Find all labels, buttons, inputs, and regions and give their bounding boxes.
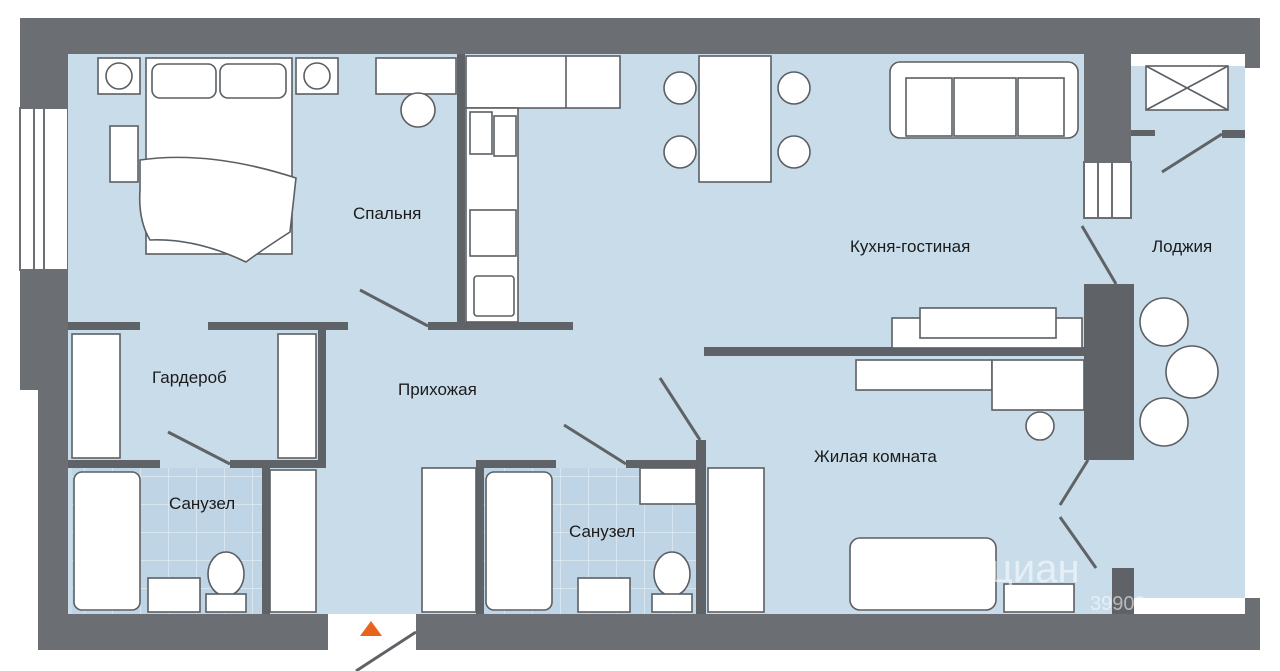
bathtub-left [73, 471, 141, 611]
door-swings [167, 132, 1223, 671]
living-room-furniture [849, 359, 1085, 613]
kitchen-sink [473, 275, 515, 317]
watermark: циан 39902 [990, 547, 1146, 615]
window-left [19, 107, 69, 271]
dining-chair-4 [777, 135, 811, 169]
sofa-living [849, 537, 997, 611]
room-label-loggia: Лоджия [1152, 237, 1212, 256]
kitchen-furniture [465, 55, 811, 323]
interior-walls [68, 54, 1245, 614]
dining-chair-2 [777, 71, 811, 105]
loggia-table [1165, 345, 1219, 399]
bathroom-left-fixtures [73, 469, 317, 613]
desk [375, 57, 457, 95]
pillow-left [151, 63, 217, 99]
closet-hall [421, 467, 477, 613]
office-chair [1025, 411, 1055, 441]
closet-mid [269, 469, 317, 613]
room-label-kitchen-living: Кухня-гостиная [850, 237, 970, 256]
toilet-tank-left [205, 593, 247, 613]
dining-chair-1 [663, 71, 697, 105]
toilet-left [207, 551, 245, 597]
room-label-wardrobe: Гардероб [152, 368, 227, 387]
closet-left [71, 333, 121, 459]
lamp-left-icon [105, 62, 133, 90]
balcony-door-window [1083, 161, 1132, 219]
closet-living [707, 467, 765, 613]
shelf-right [277, 333, 317, 459]
rug-slippers [109, 125, 139, 183]
room-label-bathroom-left: Санузел [169, 494, 235, 513]
entrance-marker [360, 621, 382, 636]
room-label-bathroom-right: Санузел [569, 522, 635, 541]
tv-unit [891, 307, 1083, 349]
bathroom-right-fixtures [421, 467, 765, 613]
pillow-right [219, 63, 287, 99]
work-desk [991, 359, 1085, 411]
dining-table [698, 55, 772, 183]
toilet-tank-right [651, 593, 693, 613]
loggia-chair-2 [1139, 397, 1189, 447]
bookshelf [1003, 583, 1075, 613]
room-label-hallway: Прихожая [398, 380, 477, 399]
loggia-chair-1 [1139, 297, 1189, 347]
room-labels: Спальня Кухня-гостиная Лоджия Гардероб П… [152, 204, 1212, 541]
sink-right [577, 577, 631, 613]
washer [639, 467, 697, 505]
bathtub-right [485, 471, 553, 611]
dining-chair-3 [663, 135, 697, 169]
hob [493, 115, 517, 157]
kitchen-counter-top [465, 55, 621, 109]
outer-walls [20, 18, 1260, 650]
sink-left [147, 577, 201, 613]
chair-round [400, 92, 436, 128]
watermark-code: 39902 [1090, 593, 1146, 615]
room-label-bedroom: Спальня [353, 204, 421, 223]
tv-stand [855, 359, 993, 391]
oven [469, 111, 493, 155]
watermark-brand: циан [990, 547, 1080, 591]
toilet-right [653, 551, 691, 597]
hob-2 [469, 209, 517, 257]
bedroom-furniture [97, 57, 457, 263]
wardrobe-furniture [71, 333, 317, 459]
lamp-right-icon [303, 62, 331, 90]
room-label-living-room: Жилая комната [814, 447, 937, 466]
blanket [138, 156, 297, 263]
sofa-kitchen-living [889, 61, 1079, 139]
loggia-furniture [1139, 65, 1229, 447]
